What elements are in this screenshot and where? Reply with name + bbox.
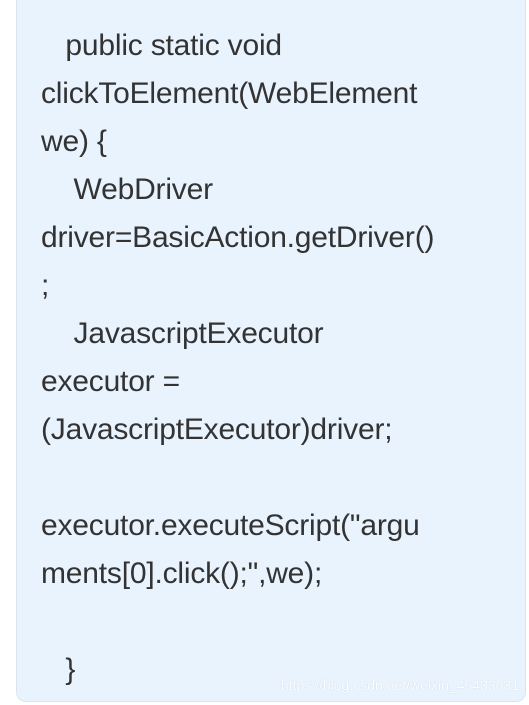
code-lines: public static void clickToElement(WebEle… (41, 22, 434, 694)
code-line: we) { (41, 125, 107, 158)
code-line: executor = (41, 365, 180, 398)
code-line: (JavascriptExecutor)driver; (41, 413, 393, 446)
code-block: public static void clickToElement(WebEle… (16, 0, 526, 702)
code-line: driver=BasicAction.getDriver() (41, 221, 435, 254)
watermark: https://blog.csdn.net/weixin_45433031 (280, 677, 519, 693)
code-line: ; (41, 269, 50, 302)
code-line: executor.executeScript("argu (41, 509, 420, 542)
code-line: WebDriver (41, 173, 214, 206)
code-line: } (41, 653, 76, 686)
code-line: clickToElement(WebElement (41, 77, 418, 110)
code-line: ments[0].click();",we); (41, 557, 323, 590)
code-line (41, 454, 434, 502)
code-line (41, 598, 434, 646)
code-line: public static void (41, 29, 282, 62)
code-line: JavascriptExecutor (41, 317, 324, 350)
